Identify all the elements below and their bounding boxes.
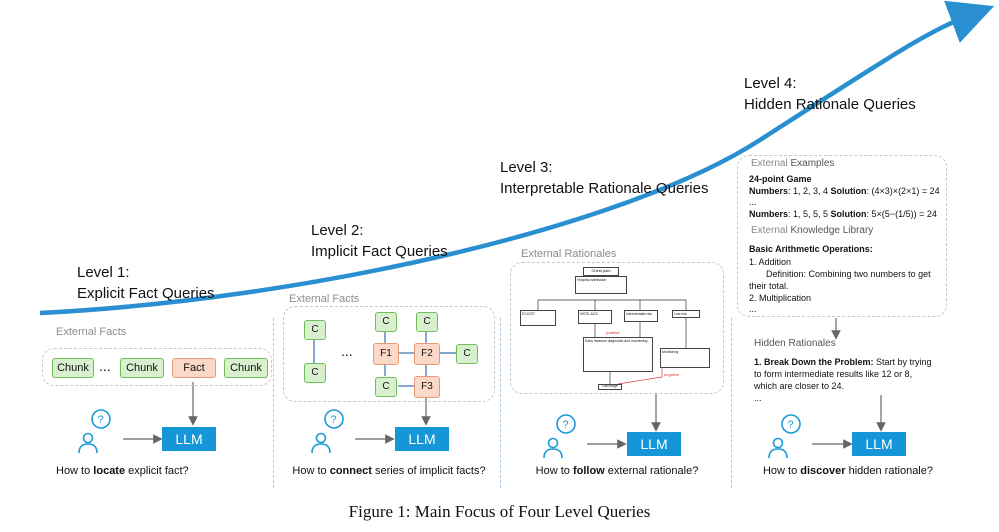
flowchart-node: Chest pain xyxy=(583,267,619,276)
progress-curve xyxy=(39,0,995,316)
panel-4-question: How to discover hidden rationale? xyxy=(762,465,933,477)
ellipsis: ... xyxy=(99,358,111,374)
level-1-heading: Level 1: Explicit Fact Queries xyxy=(77,262,215,304)
column-separator xyxy=(731,318,732,488)
external-facts-graph-box xyxy=(283,306,495,402)
game-title: 24-point Game xyxy=(749,174,812,184)
flowchart-node: Discharge xyxy=(598,384,622,390)
library-ellipsis: ... xyxy=(749,304,757,314)
llm-box: LLM xyxy=(627,432,681,456)
flowchart-node: Hospital admission xyxy=(575,276,627,294)
hidden-step-1: 1. Break Down the Problem: Start by tryi… xyxy=(754,357,932,367)
flowchart-node: NSTE-ACS xyxy=(578,310,612,324)
op-2: 2. Multiplication xyxy=(749,293,812,303)
panel-3-question: How to follow external rationale? xyxy=(535,465,699,477)
hidden-step-1-cont: to form intermediate results like 12 or … xyxy=(754,369,913,379)
graph-node: C xyxy=(304,363,326,383)
library-title: External Knowledge Library xyxy=(751,225,874,236)
panel-2-question: How to connect series of implicit facts? xyxy=(292,465,486,477)
op-1: 1. Addition xyxy=(749,257,792,267)
llm-box: LLM xyxy=(395,427,449,451)
flowchart-node: Intermediate risk xyxy=(624,310,658,322)
level-1-name: Level 1: xyxy=(77,264,130,281)
chunk-box: Chunk xyxy=(224,358,268,378)
level-4-name: Level 4: xyxy=(744,75,797,92)
panel-1-title: External Facts xyxy=(56,326,127,338)
panel-3-title: External Rationales xyxy=(521,248,617,260)
level-3-name: Level 3: xyxy=(500,159,553,176)
level-1-title: Explicit Fact Queries xyxy=(77,285,215,302)
example-ellipsis: ... xyxy=(749,197,757,207)
level-2-heading: Level 2: Implicit Fact Queries xyxy=(311,220,448,262)
flowchart-node: ECG/ST xyxy=(520,310,556,326)
llm-box: LLM xyxy=(852,432,906,456)
panel-2-title: External Facts xyxy=(289,293,360,305)
level-4-title: Hidden Rationale Queries xyxy=(744,96,916,113)
graph-node: C xyxy=(304,320,326,340)
level-3-title: Interpretable Rationale Queries xyxy=(500,180,709,197)
level-2-name: Level 2: xyxy=(311,222,364,239)
external-rationales-box xyxy=(510,262,724,394)
column-separator xyxy=(273,318,274,488)
flowchart-label: negative xyxy=(664,372,680,377)
graph-node: C xyxy=(375,377,397,397)
graph-node: C xyxy=(375,312,397,332)
flowchart-node: Early invasive diagnostic and monitoring xyxy=(583,337,653,372)
panel-1-question: How to locate explicit fact? xyxy=(56,465,189,477)
flowchart-node: Monitoring xyxy=(660,348,710,368)
op-1-definition-cont: their total. xyxy=(749,281,789,291)
level-2-title: Implicit Fact Queries xyxy=(311,243,448,260)
examples-title: External Examples xyxy=(751,158,835,169)
chunk-box: Chunk xyxy=(120,358,164,378)
fact-node-f1: F1 xyxy=(373,343,399,365)
op-1-definition: Definition: Combining two numbers to get xyxy=(766,269,931,279)
hidden-ellipsis: ... xyxy=(754,393,762,403)
flowchart-node: Low risk xyxy=(672,310,700,318)
example-2: Numbers: 1, 5, 5, 5 Solution: 5×(5−(1/5)… xyxy=(749,209,937,219)
graph-node: C xyxy=(416,312,438,332)
llm-box: LLM xyxy=(162,427,216,451)
fact-box: Fact xyxy=(172,358,216,378)
examples-knowledge-box xyxy=(737,155,947,317)
chunk-box: Chunk xyxy=(52,358,94,378)
column-separator xyxy=(500,318,501,488)
figure-caption: Figure 1: Main Focus of Four Level Queri… xyxy=(348,502,651,521)
hidden-step-1-cont2: which are closer to 24. xyxy=(754,381,845,391)
external-facts-box xyxy=(42,348,272,386)
fact-node-f3: F3 xyxy=(414,376,440,398)
example-1: Numbers: 1, 2, 3, 4 Solution: (4×3)×(2×1… xyxy=(749,186,940,196)
level-4-heading: Level 4: Hidden Rationale Queries xyxy=(744,73,916,115)
level-3-heading: Level 3: Interpretable Rationale Queries xyxy=(500,157,708,199)
graph-node: C xyxy=(456,344,478,364)
fact-node-f2: F2 xyxy=(414,343,440,365)
ops-title: Basic Arithmetic Operations: xyxy=(749,244,873,254)
flowchart-label: positive xyxy=(606,330,620,335)
ellipsis: ... xyxy=(341,343,353,359)
hidden-rationales-title: Hidden Rationales xyxy=(754,338,836,349)
